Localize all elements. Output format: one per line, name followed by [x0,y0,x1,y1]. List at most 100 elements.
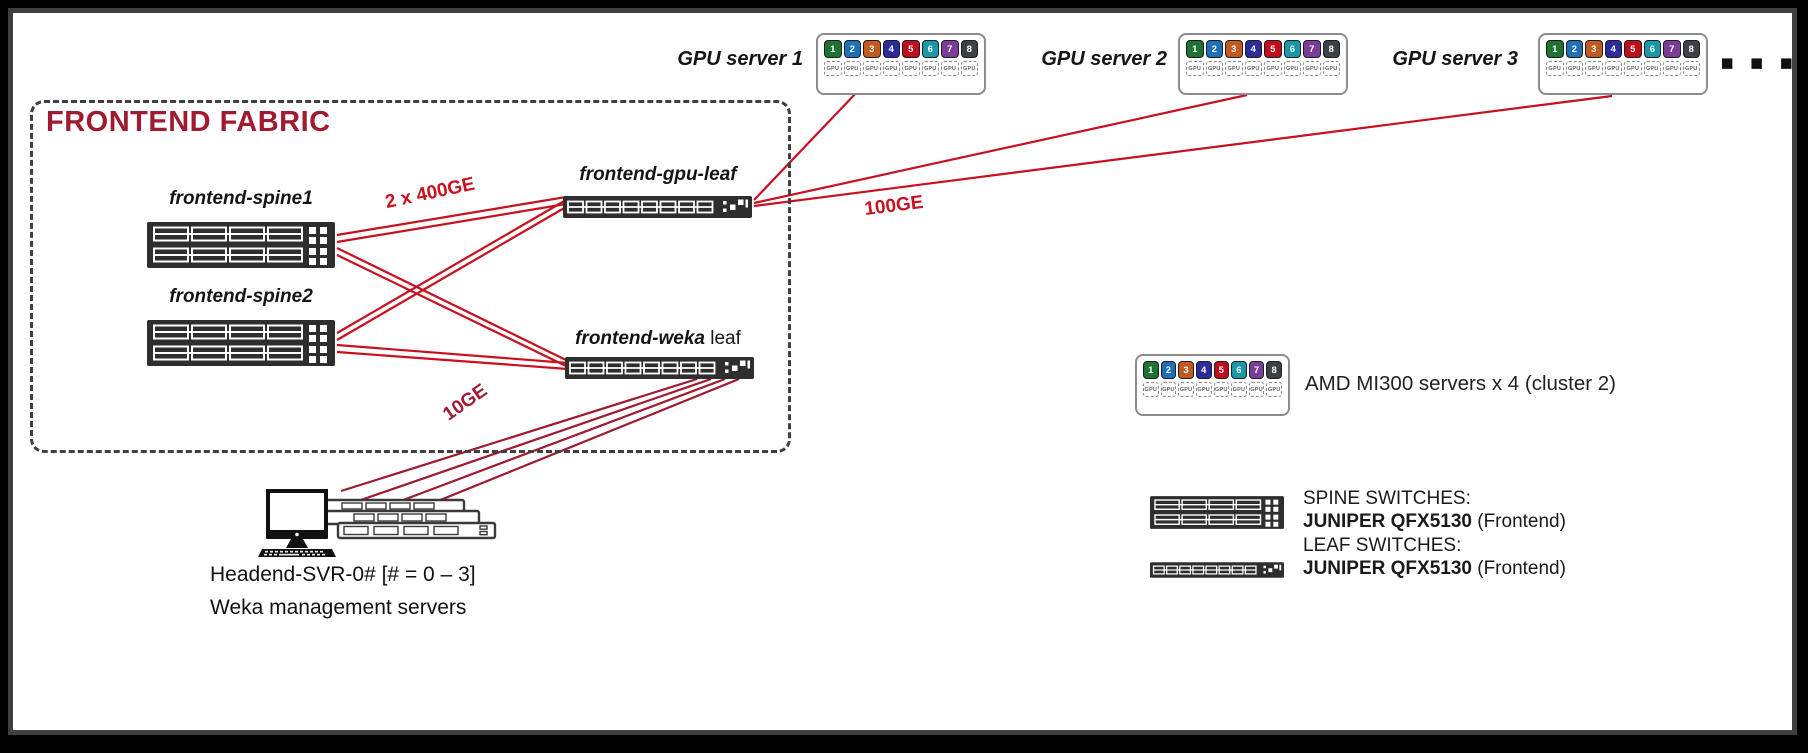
gpu-chip-icon: GPU [882,61,900,76]
gpu-chip-icon: GPU [1264,61,1282,76]
gpu-slot-7: 7 [941,40,959,58]
gpu-slot-2: 2 [1565,40,1583,58]
gpu-slot-2: 2 [843,40,861,58]
gpu-chip-icon: GPU [1160,382,1177,397]
gpu-slot-1: 1 [1143,361,1159,379]
gpu-slot-4: 4 [1195,361,1212,379]
weka-leaf-label-suffix: leaf [704,328,741,349]
gpu-chip-icon: GPU [1205,61,1223,76]
headend-servers-icon [258,489,497,557]
gpu-chip-icon: GPU [1643,61,1661,76]
gpu-chip-icon: GPU [941,61,959,76]
gpu-leaf-switch-icon [563,196,752,218]
gpu-slot-2: 2 [1160,361,1177,379]
gpu-server-3-label: GPU server 3 [1392,48,1518,70]
gpu-slot-7: 7 [1248,361,1265,379]
gpu-chip-icon: GPU [1266,382,1282,397]
gpu-chip-icon: GPU [1244,61,1262,76]
frontend-fabric-box [30,100,791,453]
legend-spine-title: SPINE SWITCHES: [1303,488,1471,509]
gpu-slot-5: 5 [902,40,920,58]
gpu-slot-5: 5 [1264,40,1282,58]
gpu-chip-icon: GPU [1322,61,1340,76]
gpu-slot-3: 3 [1225,40,1243,58]
gpu-slot-7: 7 [1303,40,1321,58]
gpu-slot-6: 6 [1283,40,1301,58]
gpu-chip-icon: GPU [1225,61,1243,76]
legend-leaf-model: JUNIPER QFX5130 [1303,558,1472,579]
gpu-leaf-label: frontend-gpu-leaf [579,164,737,185]
legend-spine-suffix: (Frontend) [1471,511,1566,532]
gpu-chip-icon: GPU [1663,61,1681,76]
gpu-chip-icon: GPU [1213,382,1230,397]
gpu-slot-1: 1 [1186,40,1204,58]
gpu-slot-3: 3 [863,40,881,58]
gpu-chip-icon: GPU [1624,61,1642,76]
gpu-slot-3: 3 [1585,40,1603,58]
gpu-chip-icon: GPU [1143,382,1159,397]
gpu-server-1-label: GPU server 1 [677,48,803,70]
gpu-slot-8: 8 [1682,40,1700,58]
gpu-slot-4: 4 [882,40,900,58]
gpu-chip-icon: GPU [902,61,920,76]
gpu-server-2-label: GPU server 2 [1041,48,1167,70]
rack-server-front [336,521,497,540]
headend-caption-line2: Weka management servers [210,596,467,619]
spine2-label: frontend-spine2 [169,286,313,307]
headend-caption: Headend-SVR-0# [# = 0 – 3] Weka manageme… [210,558,476,624]
weka-leaf-label: frontend-weka leaf [553,328,763,350]
gpu-slot-4: 4 [1604,40,1622,58]
legend-leaf-suffix: (Frontend) [1471,558,1566,579]
gpu-slot-1: 1 [1546,40,1564,58]
gpu-chip-icon: GPU [1604,61,1622,76]
gpu-slot-5: 5 [1213,361,1230,379]
gpu-chip-icon: GPU [824,61,842,76]
gpu-slot-1: 1 [824,40,842,58]
gpu-chip-icon: GPU [1178,382,1194,397]
monitor-icon [266,489,328,548]
gpu-chip-icon: GPU [843,61,861,76]
gpu-chip-icon: GPU [1195,382,1212,397]
gpu-chip-icon: GPU [921,61,939,76]
gpu-chip-icon: GPU [1186,61,1204,76]
gpu-chip-icon: GPU [1283,61,1301,76]
gpu-chip-icon: GPU [1303,61,1321,76]
weka-leaf-switch-icon [565,357,754,379]
gpu-slot-6: 6 [921,40,939,58]
gpu-slot-8: 8 [1266,361,1282,379]
gpu-chip-icon: GPU [1565,61,1583,76]
frontend-fabric-title: FRONTEND FABRIC [46,106,331,138]
gpu-slot-4: 4 [1244,40,1262,58]
legend-leaf-switch-icon [1150,562,1284,578]
gpu-slot-6: 6 [1231,361,1247,379]
headend-caption-line1: Headend-SVR-0# [# = 0 – 3] [210,563,476,586]
more-servers-ellipsis: ▪ ▪ ▪ [1720,50,1798,74]
spine1-switch-icon [147,222,335,268]
weka-leaf-label-name: frontend-weka [575,328,705,349]
gpu-slot-7: 7 [1663,40,1681,58]
legend-spine: SPINE SWITCHES: JUNIPER QFX5130 (Fronten… [1303,487,1566,533]
spine1-label: frontend-spine1 [169,188,313,209]
legend-leaf-title: LEAF SWITCHES: [1303,535,1462,556]
legend-spine-model: JUNIPER QFX5130 [1303,511,1472,532]
gpu-chip-icon: GPU [1231,382,1247,397]
gpu-slot-5: 5 [1624,40,1642,58]
gpu-chip-icon: GPU [863,61,881,76]
gpu-chip-icon: GPU [1248,382,1265,397]
amd-mi300-label: AMD MI300 servers x 4 (cluster 2) [1305,372,1616,395]
gpu-slot-8: 8 [960,40,978,58]
gpu-chip-icon: GPU [1585,61,1603,76]
keyboard-icon [258,549,336,557]
legend-spine-switch-icon [1150,496,1284,529]
